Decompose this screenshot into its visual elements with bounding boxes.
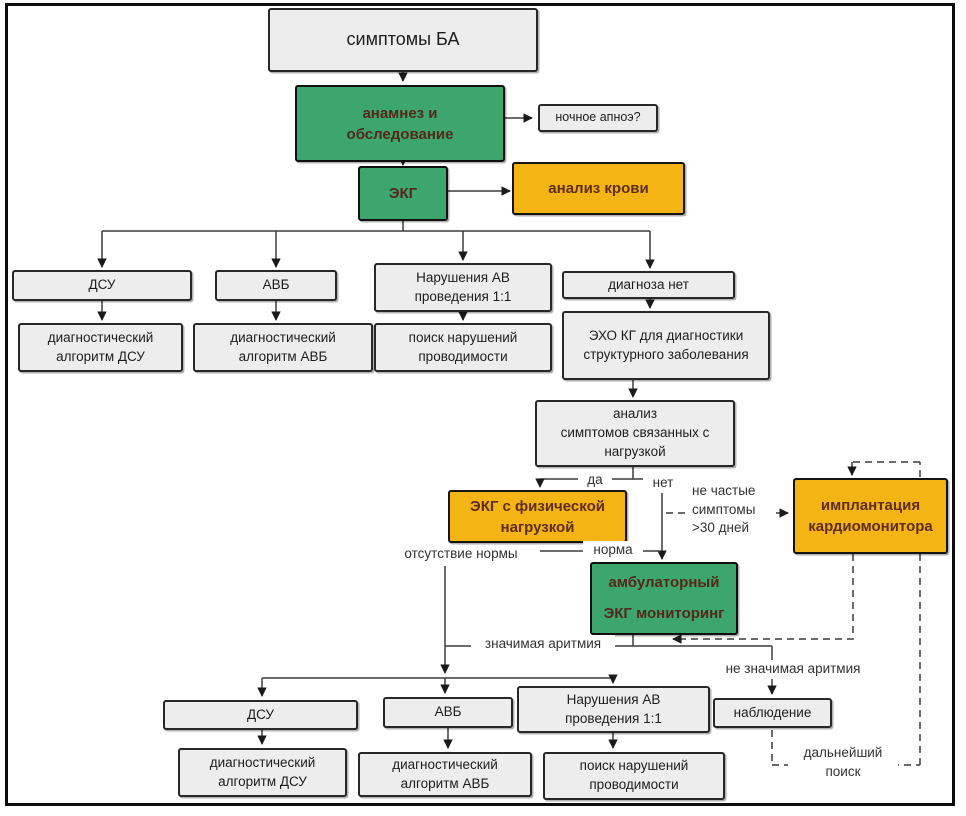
node-implantaciya-kardiomonitora: имплантация кардиомонитора [793,478,948,554]
node-poisk-narushenij-2: поиск нарушений проводимости [543,752,725,800]
node-alg-avb-1: диагностический алгоритм АВБ [193,323,373,372]
node-ekg: ЭКГ [358,166,448,221]
node-analiz-krovi: анализ крови [512,162,685,215]
node-dsu-2: ДСУ [163,700,358,730]
node-nochnoe-apnoe: ночное апноэ? [538,104,658,132]
edge-label-norma: норма [583,541,643,560]
node-anamnez-obsledovanie: анамнез и обследование [295,85,505,162]
node-diagnoza-net: диагноза нет [562,271,735,299]
node-poisk-narushenij-1: поиск нарушений проводимости [374,323,552,372]
edge-label-dalnejshij-poisk: дальнейший поиск [788,744,898,782]
node-avb-1: АВБ [215,270,337,301]
node-nabludenie: наблюдение [713,698,832,728]
edge-label-ne-chastye: не частые симптомы >30 дней [690,482,776,538]
node-symptoms-ba: симптомы БА [268,8,538,72]
edge-label-net: нет [643,474,683,493]
node-alg-dsu-1: диагностический алгоритм ДСУ [18,323,183,372]
node-ekg-nagruzka: ЭКГ с физической нагрузкой [448,490,627,543]
node-avb-2: АВБ [383,697,513,728]
node-analiz-simptomov: анализ симптомов связанных с нагрузкой [535,400,735,467]
edge-label-znachimaya-aritmia: значимая аритмия [471,635,615,654]
node-narusheniya-av-1: Нарушения АВ проведения 1:1 [374,263,552,312]
node-ambulatornyj-ekg: амбулаторный ЭКГ мониторинг [590,562,738,635]
node-dsu-1: ДСУ [12,270,192,301]
node-eho-kg: ЭХО КГ для диагностики структурного забо… [562,311,770,380]
edge-label-ne-znachimaya-aritmia: не значимая аритмия [706,660,880,679]
node-alg-avb-2: диагностический алгоритм АВБ [358,752,532,797]
edge-30 [672,554,854,644]
edge-label-da: да [578,471,612,490]
edge-label-otsutstvie-normy: отсутствие нормы [392,545,530,564]
node-alg-dsu-2: диагностический алгоритм ДСУ [178,748,347,797]
node-narusheniya-av-2: Нарушения АВ проведения 1:1 [517,686,710,733]
